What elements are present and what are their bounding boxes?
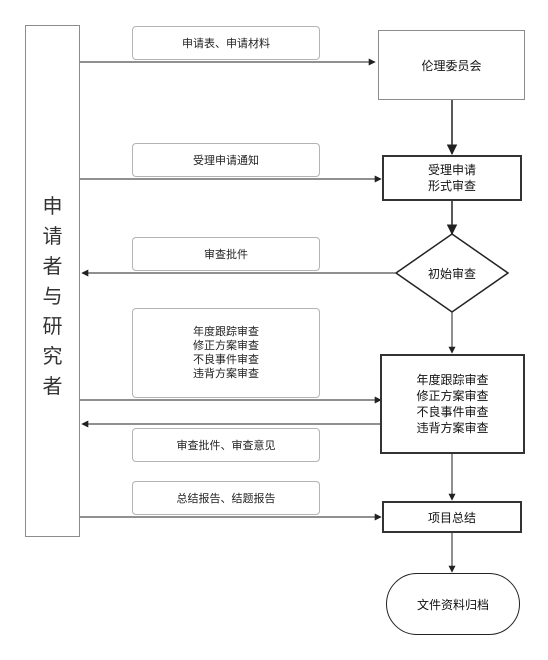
label-review-approval: 审查批件 [132,237,320,271]
lane-char: 请 [42,224,63,248]
node-line: 年度跟踪审查 [416,373,489,387]
lane-title: 申 请 者 与 研 究 者 [26,26,79,401]
node-line: 形式审查 [427,179,476,193]
review-type-line: 违背方案审查 [193,367,259,380]
node-accept-formal-review: 受理申请 形式审查 [382,155,522,201]
node-line: 受理申请 [427,163,476,177]
lane-char: 与 [42,284,63,308]
lane-char: 者 [42,254,63,278]
node-ethics-committee: 伦理委员会 [378,30,525,100]
initial-review-diamond [394,233,510,313]
label-application-forms: 申请表、申请材料 [132,26,320,60]
node-continuing-review: 年度跟踪审查 修正方案审查 不良事件审查 违背方案审查 [380,354,525,454]
lane-char: 申 [42,194,63,218]
lane-char: 者 [42,374,63,398]
label-final-reports: 总结报告、结题报告 [132,481,320,515]
applicant-researcher-lane: 申 请 者 与 研 究 者 [25,25,80,537]
lane-char: 研 [42,314,63,338]
node-archive: 文件资料归档 [386,573,520,635]
node-line: 不良事件审查 [416,405,489,419]
label-review-types: 年度跟踪审查 修正方案审查 不良事件审查 违背方案审查 [132,308,320,398]
node-initial-review-label: 初始审查 [427,266,476,281]
review-type-line: 不良事件审查 [193,353,259,366]
label-acceptance-notice: 受理申请通知 [132,143,320,177]
lane-char: 究 [42,344,63,368]
node-project-summary: 项目总结 [382,501,522,533]
node-line: 修正方案审查 [416,389,489,403]
label-approval-opinion: 审查批件、审查意见 [132,428,320,462]
node-line: 违背方案审查 [416,421,489,435]
review-type-line: 年度跟踪审查 [193,325,259,338]
review-type-line: 修正方案审查 [193,339,259,352]
